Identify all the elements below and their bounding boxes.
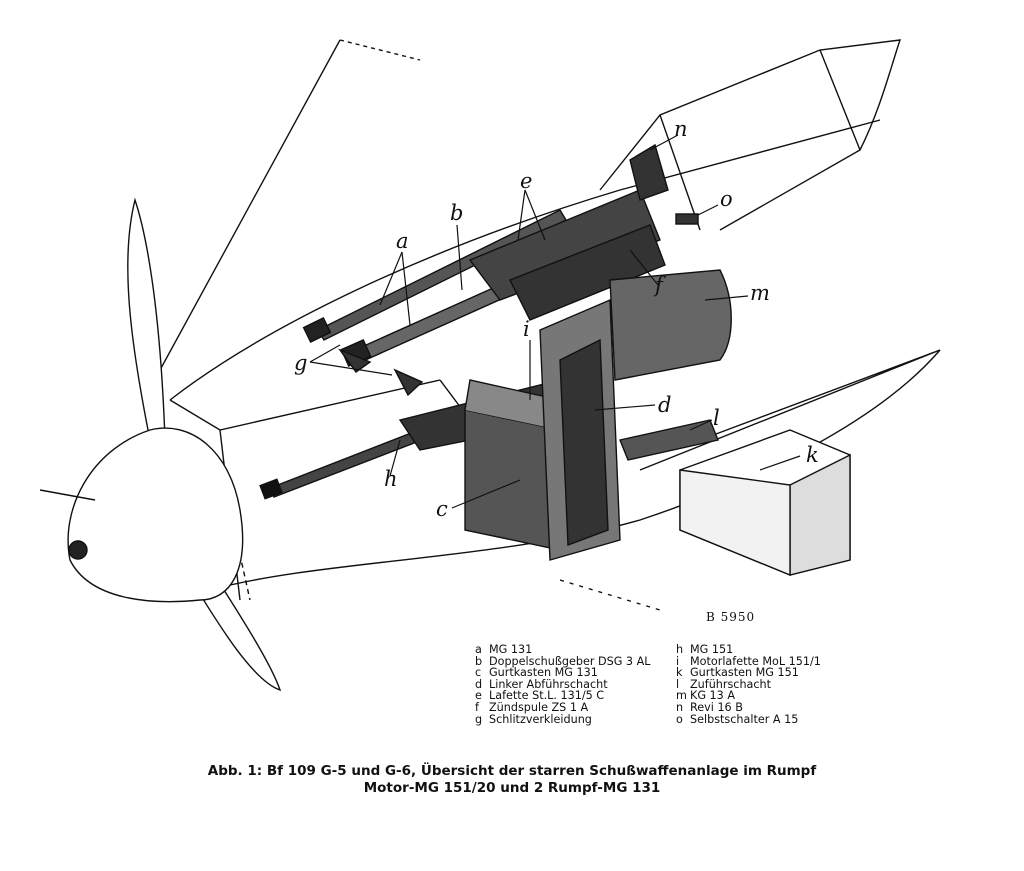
legend-key: n [676, 700, 684, 714]
legend-key: k [676, 666, 683, 680]
legend-item: g Schlitzverkleidung [475, 712, 651, 726]
callout-n: n [674, 117, 688, 141]
legend-item: l Zuführschacht [676, 679, 821, 691]
legend-key: h [676, 643, 684, 656]
legend-text: Linker Abführschacht [489, 677, 608, 691]
legend-text: Zündspule ZS 1 A [489, 700, 589, 714]
callout-l: l [713, 406, 720, 430]
leader-lines [309, 134, 801, 509]
legend-item: h MG 151 [676, 644, 821, 656]
callout-o: o [720, 187, 733, 211]
legend-key: l [676, 677, 680, 691]
legend-text: MG 131 [489, 643, 533, 656]
callout-d: d [658, 393, 671, 417]
legend-text: Revi 16 B [690, 700, 743, 714]
legend-key: c [475, 666, 482, 680]
ammunition-and-chutes [464, 143, 851, 577]
callout-f: f [653, 273, 666, 297]
callout-h: h [384, 467, 398, 491]
legend-key: m [676, 689, 687, 703]
legend-key: e [475, 689, 482, 703]
legend-text: MG 151 [690, 643, 734, 656]
legend-text: Selbstschalter A 15 [690, 712, 799, 726]
caption-line-1: Abb. 1: Bf 109 G-5 und G-6, Übersicht de… [207, 763, 817, 779]
legend-item: a MG 131 [475, 644, 651, 656]
legend-key: o [676, 712, 683, 726]
legend-item: e Lafette St.L. 131/5 C [475, 690, 651, 702]
legend-text: Doppelschußgeber DSG 3 AL [489, 654, 651, 668]
legend-key: g [475, 712, 483, 726]
legend-item: o Selbstschalter A 15 [676, 712, 821, 726]
callout-b: b [450, 201, 463, 225]
propeller [39, 197, 282, 692]
legend-item: b Doppelschußgeber DSG 3 AL [475, 654, 651, 668]
legend-item: f Zündspule ZS 1 A [475, 702, 651, 714]
legend-text: Gurtkasten MG 151 [690, 666, 799, 680]
callout-a: a [396, 229, 409, 253]
legend-item: d Linker Abführschacht [475, 679, 651, 691]
figure-caption: Abb. 1: Bf 109 G-5 und G-6, Übersicht de… [0, 763, 1024, 797]
drawing-number-stamp: B 5950 [706, 610, 756, 624]
legend-text: Schlitzverkleidung [489, 712, 592, 726]
legend-key: f [475, 700, 479, 714]
callout-c: c [436, 497, 448, 521]
legend-text: Gurtkasten MG 131 [489, 666, 598, 680]
callout-k: k [806, 443, 819, 467]
callout-m: m [750, 281, 770, 305]
legend-text: Zuführschacht [690, 677, 772, 691]
legend-right-column: h MG 151 i Motorlafette MoL 151/1 k Gurtkas… [676, 644, 821, 725]
caption-line-2: Motor-MG 151/20 und 2 Rumpf-MG 131 [363, 780, 661, 796]
legend-item: n Revi 16 B [676, 702, 821, 714]
callout-e: e [520, 169, 532, 193]
callout-i: i [523, 317, 530, 341]
legend-key: i [676, 654, 680, 668]
callout-letters: a b c d e f g h i k l m n o [294, 117, 819, 521]
legend-item: c Gurtkasten MG 131 [475, 667, 651, 679]
legend-text: Lafette St.L. 131/5 C [489, 689, 605, 703]
callout-g: g [294, 351, 307, 375]
legend-key: b [475, 654, 483, 668]
legend-key: d [475, 677, 483, 691]
legend-item: k Gurtkasten MG 151 [676, 667, 821, 679]
legend-left-column: a MG 131 b Doppelschußgeber DSG 3 AL c Gurt… [475, 644, 651, 725]
legend-item: i Motorlafette MoL 151/1 [676, 654, 821, 668]
canopy [599, 39, 902, 231]
legend-text: KG 13 A [690, 689, 736, 703]
legend-key: a [475, 643, 482, 656]
legend-text: Motorlafette MoL 151/1 [690, 654, 821, 668]
